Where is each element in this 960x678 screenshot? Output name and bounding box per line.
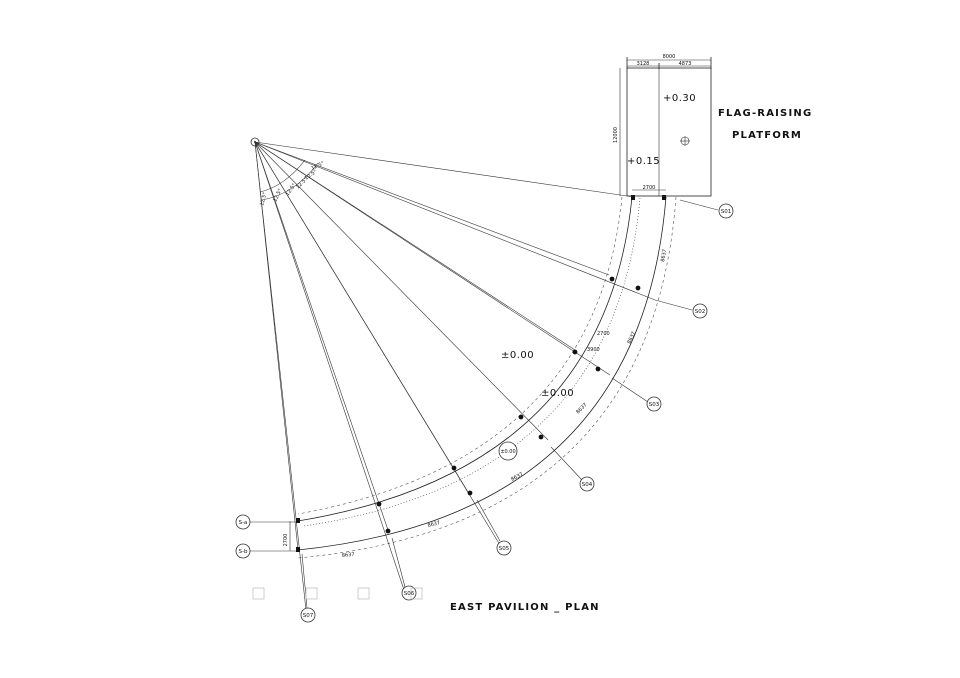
dim-width-b: 3900 (587, 347, 600, 353)
legend-placeholder-squares (252, 587, 423, 600)
radial-grid-lines (254, 141, 656, 611)
platform-dim-total: 8000 (663, 54, 676, 60)
flag-raising-platform: 8000 3128 4873 12000 2700 +0.30 +0.15 (613, 54, 712, 197)
svg-text:S04: S04 (582, 482, 593, 488)
row-bubble-sa: S-a (235, 514, 251, 530)
axis-leaders (250, 199, 719, 609)
svg-text:S-a: S-a (239, 520, 248, 526)
dim-bay-3: 8637 (575, 402, 588, 415)
column-markers (296, 195, 666, 552)
axis-bubble-s06: S06 (401, 585, 417, 601)
platform-dim-left: 3128 (637, 61, 650, 67)
axis-bubble-s03: S03 (646, 396, 662, 412)
platform-level-high: +0.30 (663, 93, 696, 104)
axis-bubble-s04: S04 (579, 476, 595, 492)
svg-text:S05: S05 (499, 546, 510, 552)
dim-bay-2: 8637 (626, 331, 637, 345)
angle-label-6: 12.5° (310, 160, 325, 171)
platform-label-line1: FLAG-RAISING (718, 108, 812, 119)
dim-end-width: 2700 (283, 534, 289, 547)
axis-bubble-s01: S01 (718, 203, 734, 219)
level-circle-marker: ±0.00 (498, 441, 518, 461)
platform-dim-gap: 2700 (643, 185, 656, 191)
row-bubble-sb: S-b (235, 543, 251, 559)
svg-text:S02: S02 (695, 309, 706, 315)
platform-dim-right: 4873 (679, 61, 692, 67)
level-inner: ±0.00 (501, 350, 534, 361)
angle-label-1: 12.5° (259, 191, 268, 206)
svg-text:S01: S01 (721, 209, 732, 215)
dim-bay-5: 8637 (427, 520, 441, 529)
platform-label-line2: PLATFORM (732, 130, 802, 141)
svg-text:S-b: S-b (239, 549, 248, 555)
dim-bay-1: 8637 (660, 249, 668, 263)
svg-text:±0.00: ±0.00 (500, 449, 515, 455)
dim-width-a: 2700 (597, 331, 610, 337)
curved-colonnade (297, 196, 677, 559)
svg-text:S06: S06 (404, 591, 415, 597)
level-outer: ±0.00 (541, 388, 574, 399)
svg-text:S07: S07 (303, 613, 314, 619)
axis-bubble-s02: S02 (692, 303, 708, 319)
drawing-title: EAST PAVILION _ PLAN (450, 602, 600, 613)
axis-bubble-s05: S05 (496, 540, 512, 556)
axis-bubble-s07: S07 (300, 607, 316, 623)
dim-bay-4: 8637 (510, 471, 524, 482)
platform-dim-height: 12000 (613, 127, 619, 143)
svg-text:S03: S03 (649, 402, 660, 408)
platform-level-low: +0.15 (627, 156, 660, 167)
dim-bay-6: 8637 (342, 552, 355, 559)
angle-label-2: 12.5° (272, 188, 283, 203)
